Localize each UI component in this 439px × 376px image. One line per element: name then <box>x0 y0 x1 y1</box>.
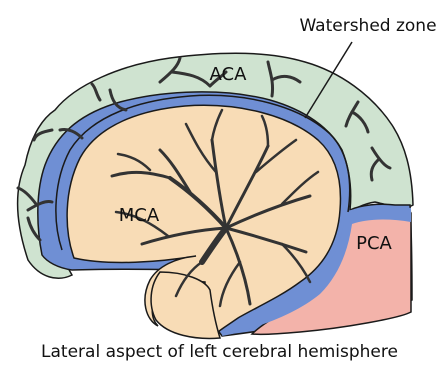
diagram-caption: Lateral aspect of left cerebral hemisphe… <box>0 342 439 362</box>
watershed-zone-label: Watershed zone <box>299 16 436 36</box>
pca-label: PCA <box>356 233 392 254</box>
aca-label: ACA <box>210 64 248 85</box>
mca-label: MCA <box>119 205 160 226</box>
